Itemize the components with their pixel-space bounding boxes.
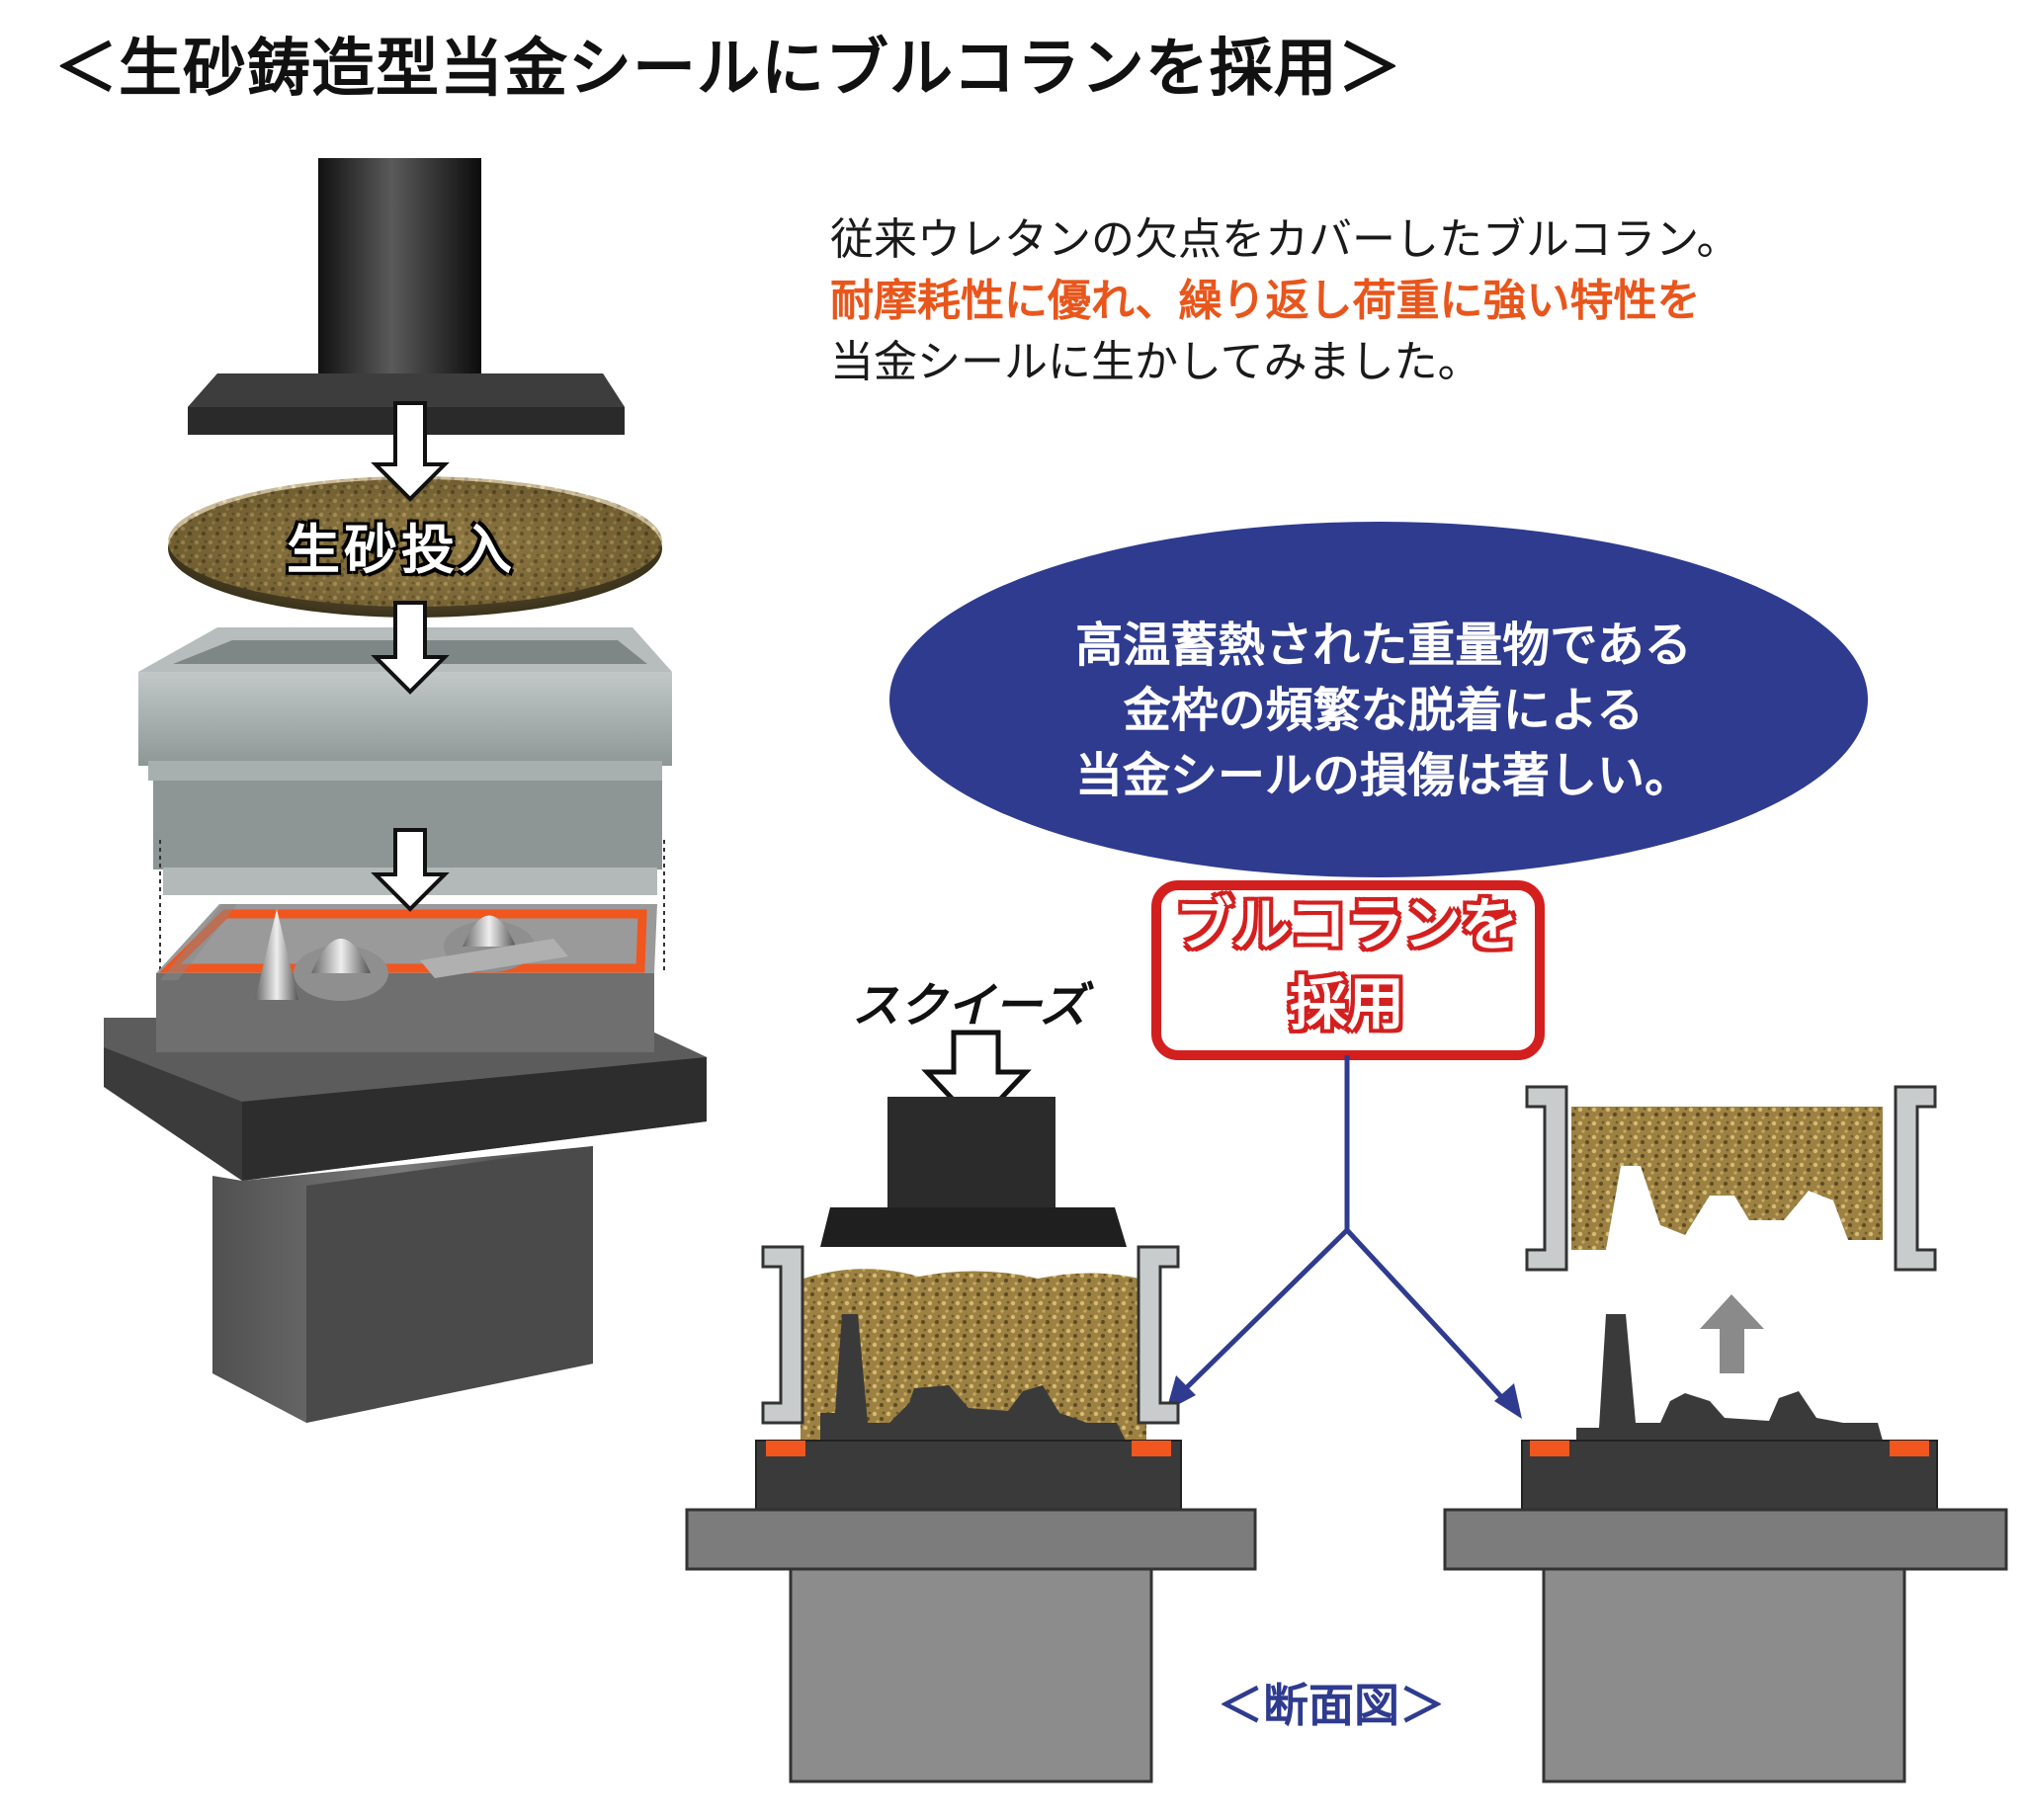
seal-right-a: [1132, 1441, 1171, 1456]
down-arrow-2: [371, 601, 450, 695]
pattern-plate: [156, 904, 657, 1052]
bubble-line-3: 当金シールの損傷は著しい。: [1074, 748, 1692, 803]
seal-left-b: [1530, 1441, 1569, 1456]
machine-base: [104, 1018, 707, 1423]
squeeze-pipe: [318, 158, 481, 385]
down-arrow-1: [371, 401, 450, 502]
intro-line-1: 従来ウレタンの欠点をカバーしたブルコラン。: [830, 214, 1740, 265]
squeeze-label: スクイーズ: [852, 978, 1087, 1034]
section-view-release: [1443, 1085, 2008, 1783]
page-title: ＜生砂鋳造型当金シールにブルコランを採用＞: [54, 33, 1402, 106]
intro-text: 従来ウレタンの欠点をカバーしたブルコラン。 耐摩耗性に優れ、繰り返し荷重に強い特…: [830, 209, 1739, 393]
intro-line-3: 当金シールに生かしてみました。: [830, 337, 1481, 387]
bubble-line-2: 金枠の頻繁な脱着による: [1123, 683, 1645, 738]
left-assembly: [104, 158, 707, 1423]
flask: [138, 627, 672, 973]
pattern-cone: [255, 909, 298, 1000]
adopt-label: ブルコランを 採用: [1154, 885, 1540, 1055]
intro-line-2-highlight: 耐摩耗性に優れ、繰り返し荷重に強い特性を: [830, 276, 1701, 326]
seal-left-a: [766, 1441, 805, 1456]
seal-right-b: [1890, 1441, 1929, 1456]
connector-arrowhead-right: [1494, 1383, 1522, 1419]
bubble-text: 高温蓄熱された重量物である 金枠の頻繁な脱着による 当金シールの損傷は著しい。: [889, 613, 1878, 808]
adopt-line-2: 採用: [1289, 970, 1404, 1037]
lift-arrow: [1700, 1294, 1764, 1373]
down-arrow-3: [371, 828, 450, 912]
adopt-line-1: ブルコランを: [1175, 891, 1519, 958]
section-view-squeezing: [685, 1030, 1257, 1783]
warning-bubble: [889, 522, 1868, 877]
section-view-label: ＜断面図＞: [1218, 1679, 1445, 1732]
sand-input-label: 生砂投入: [287, 519, 516, 581]
connector-lines: [1179, 1055, 1509, 1405]
bubble-line-1: 高温蓄熱された重量物である: [1075, 618, 1692, 673]
